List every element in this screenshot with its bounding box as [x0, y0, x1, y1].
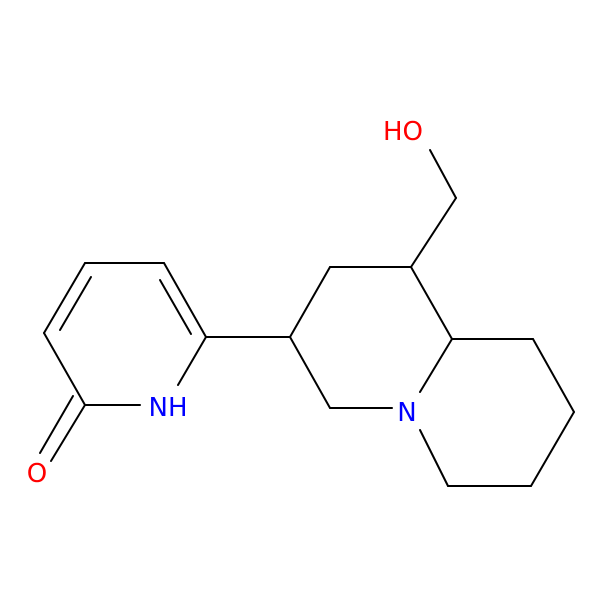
bond [429, 149, 457, 199]
hydroxyl-label: HO [383, 117, 423, 147]
ring-nitrogen-label: N [397, 398, 416, 428]
bond [419, 338, 453, 393]
bond [410, 266, 453, 340]
bond [177, 336, 207, 386]
bond [532, 338, 575, 413]
carbonyl-oxygen-label: O [27, 459, 47, 489]
bond [163, 262, 207, 338]
quinolizidine-ring [289, 266, 575, 487]
pyridinone-nh-label: NH [149, 393, 188, 423]
bond [159, 279, 192, 335]
bond [50, 404, 86, 462]
bond [289, 336, 331, 409]
bond [289, 266, 331, 338]
bond [59, 276, 92, 331]
pyridinone-ring [39, 262, 207, 462]
bond [43, 262, 86, 334]
bond [39, 395, 74, 454]
bond [43, 332, 86, 406]
bond [410, 197, 457, 268]
bond [530, 411, 575, 487]
bond [419, 429, 449, 487]
